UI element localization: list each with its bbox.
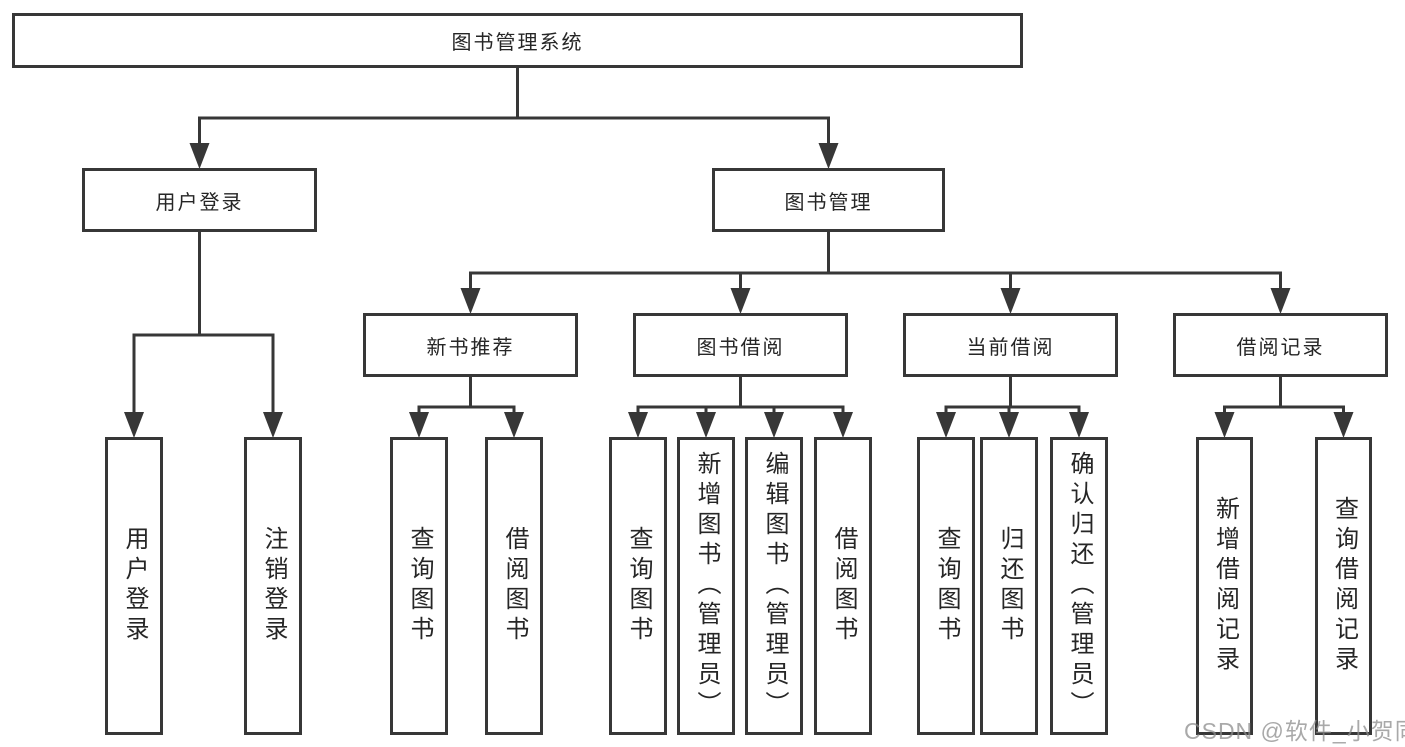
node-label: 当前借阅 bbox=[966, 336, 1055, 359]
node-leaf-cb-confirm: 确认归还（管理员） bbox=[1050, 437, 1108, 735]
node-label: 借阅记录 bbox=[1236, 336, 1325, 359]
node-label: 归还图书 bbox=[996, 526, 1023, 646]
node-leaf-bb-borrow: 借阅图书 bbox=[814, 437, 872, 735]
node-leaf-logout: 注销登录 bbox=[244, 437, 302, 735]
node-leaf-br-query: 查询借阅记录 bbox=[1315, 437, 1372, 735]
arrowhead-icon bbox=[189, 143, 210, 169]
node-label: 编辑图书（管理员） bbox=[761, 451, 788, 721]
arrowhead-icon bbox=[730, 288, 751, 314]
arrowhead-icon bbox=[124, 412, 144, 438]
node-label: 用户登录 bbox=[121, 526, 148, 646]
node-leaf-user-login: 用户登录 bbox=[105, 437, 163, 735]
arrowhead-icon bbox=[696, 412, 716, 438]
arrowhead-icon bbox=[936, 412, 956, 438]
arrowhead-icon bbox=[460, 288, 481, 314]
node-book-borrow: 图书借阅 bbox=[633, 313, 848, 377]
node-label: 借阅图书 bbox=[501, 526, 528, 646]
node-leaf-bb-edit: 编辑图书（管理员） bbox=[745, 437, 803, 735]
arrowhead-icon bbox=[1333, 412, 1354, 438]
arrowhead-icon bbox=[818, 143, 839, 169]
node-root: 图书管理系统 bbox=[12, 13, 1023, 68]
node-label: 借阅图书 bbox=[830, 526, 857, 646]
node-leaf-cb-return: 归还图书 bbox=[980, 437, 1038, 735]
watermark: CSDN @软件_小贺同学 bbox=[1184, 718, 1405, 744]
node-leaf-cb-query: 查询图书 bbox=[917, 437, 975, 735]
node-label: 新增图书（管理员） bbox=[693, 451, 720, 721]
node-label: 图书管理系统 bbox=[451, 32, 584, 54]
arrowhead-icon bbox=[628, 412, 648, 438]
arrowhead-icon bbox=[1214, 412, 1235, 438]
node-leaf-bb-query: 查询图书 bbox=[609, 437, 667, 735]
arrowhead-icon bbox=[263, 412, 283, 438]
arrowhead-icon bbox=[833, 412, 853, 438]
node-borrow-records: 借阅记录 bbox=[1173, 313, 1388, 377]
node-leaf-rec-borrow: 借阅图书 bbox=[485, 437, 543, 735]
node-label: 用户登录 bbox=[155, 191, 244, 214]
node-leaf-br-add: 新增借阅记录 bbox=[1196, 437, 1253, 735]
node-leaf-bb-add: 新增图书（管理员） bbox=[677, 437, 735, 735]
node-label: 图书借阅 bbox=[696, 336, 785, 359]
node-new-book-rec: 新书推荐 bbox=[363, 313, 578, 377]
arrowhead-icon bbox=[409, 412, 429, 438]
node-book-mgmt: 图书管理 bbox=[712, 168, 945, 232]
arrowhead-icon bbox=[1270, 288, 1291, 314]
node-user-login: 用户登录 bbox=[82, 168, 317, 232]
arrowhead-icon bbox=[1000, 288, 1021, 314]
arrowhead-icon bbox=[999, 412, 1019, 438]
node-label: 查询图书 bbox=[406, 526, 433, 646]
arrowhead-icon bbox=[1069, 412, 1089, 438]
arrowhead-icon bbox=[764, 412, 784, 438]
node-label: 确认归还（管理员） bbox=[1066, 451, 1093, 721]
node-label: 查询图书 bbox=[933, 526, 960, 646]
node-label: 查询图书 bbox=[625, 526, 652, 646]
node-label: 新增借阅记录 bbox=[1211, 496, 1239, 676]
node-current-borrow: 当前借阅 bbox=[903, 313, 1118, 377]
node-leaf-rec-query: 查询图书 bbox=[390, 437, 448, 735]
arrowhead-icon bbox=[504, 412, 524, 438]
node-label: 新书推荐 bbox=[426, 336, 515, 359]
node-label: 查询借阅记录 bbox=[1330, 496, 1358, 676]
node-label: 图书管理 bbox=[784, 191, 873, 214]
node-label: 注销登录 bbox=[260, 526, 287, 646]
